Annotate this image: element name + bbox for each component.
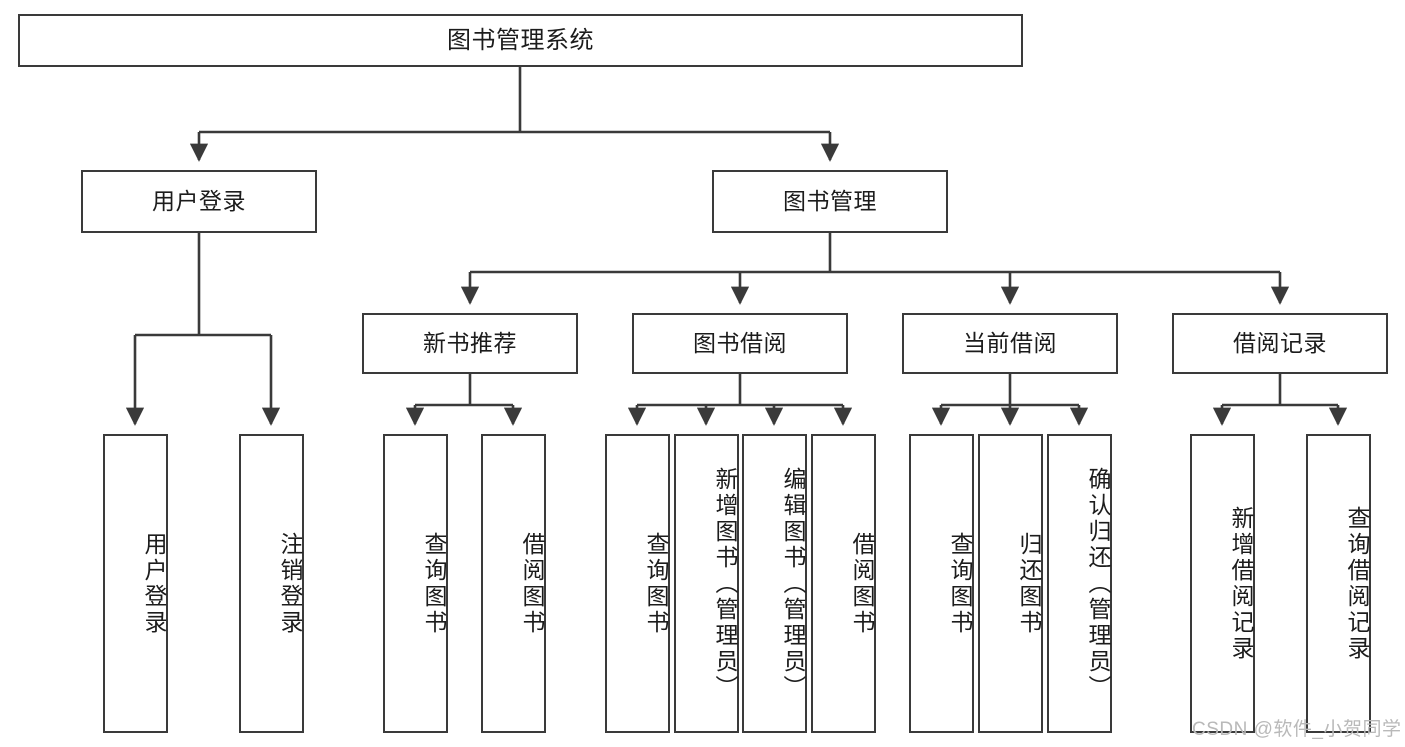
node-label: 用户登录 xyxy=(152,188,246,215)
node-label: 用户登录 xyxy=(141,531,167,636)
leaf-edit-book[interactable]: 编辑图书（管理员） xyxy=(742,434,807,733)
node-book-manage[interactable]: 图书管理 xyxy=(712,170,948,233)
node-label: 借阅记录 xyxy=(1233,330,1327,357)
node-book-borrow[interactable]: 图书借阅 xyxy=(632,313,848,374)
leaf-query-book-3[interactable]: 查询图书 xyxy=(909,434,974,733)
node-current-borrow[interactable]: 当前借阅 xyxy=(902,313,1118,374)
leaf-add-book[interactable]: 新增图书（管理员） xyxy=(674,434,739,733)
node-label: 图书借阅 xyxy=(693,330,787,357)
node-new-book-recommend[interactable]: 新书推荐 xyxy=(362,313,578,374)
node-label: 借阅图书 xyxy=(849,531,875,636)
node-label: 图书管理系统 xyxy=(447,26,594,54)
leaf-user-login[interactable]: 用户登录 xyxy=(103,434,168,733)
node-label: 新增借阅记录 xyxy=(1228,505,1254,662)
node-label: 当前借阅 xyxy=(963,330,1057,357)
node-label: 查询借阅记录 xyxy=(1344,505,1370,662)
leaf-return-book[interactable]: 归还图书 xyxy=(978,434,1043,733)
node-label: 归还图书 xyxy=(1016,531,1042,636)
node-label: 图书管理 xyxy=(783,188,877,215)
node-label: 查询图书 xyxy=(421,531,447,636)
leaf-borrow-book-1[interactable]: 借阅图书 xyxy=(481,434,546,733)
node-label: 确认归还（管理员） xyxy=(1085,466,1111,701)
leaf-query-book-2[interactable]: 查询图书 xyxy=(605,434,670,733)
node-root-book-management-system[interactable]: 图书管理系统 xyxy=(18,14,1023,67)
node-label: 新增图书（管理员） xyxy=(712,466,738,701)
leaf-add-record[interactable]: 新增借阅记录 xyxy=(1190,434,1255,733)
leaf-query-book-1[interactable]: 查询图书 xyxy=(383,434,448,733)
node-label: 查询图书 xyxy=(643,531,669,636)
leaf-query-record[interactable]: 查询借阅记录 xyxy=(1306,434,1371,733)
node-label: 借阅图书 xyxy=(519,531,545,636)
leaf-confirm-return[interactable]: 确认归还（管理员） xyxy=(1047,434,1112,733)
node-label: 新书推荐 xyxy=(423,330,517,357)
node-borrow-record[interactable]: 借阅记录 xyxy=(1172,313,1388,374)
node-label: 注销登录 xyxy=(277,531,303,636)
node-user-login[interactable]: 用户登录 xyxy=(81,170,317,233)
node-label: 查询图书 xyxy=(947,531,973,636)
leaf-user-logout[interactable]: 注销登录 xyxy=(239,434,304,733)
node-label: 编辑图书（管理员） xyxy=(780,466,806,701)
leaf-borrow-book-2[interactable]: 借阅图书 xyxy=(811,434,876,733)
csdn-watermark: CSDN @软件_小贺同学 xyxy=(1192,719,1402,740)
